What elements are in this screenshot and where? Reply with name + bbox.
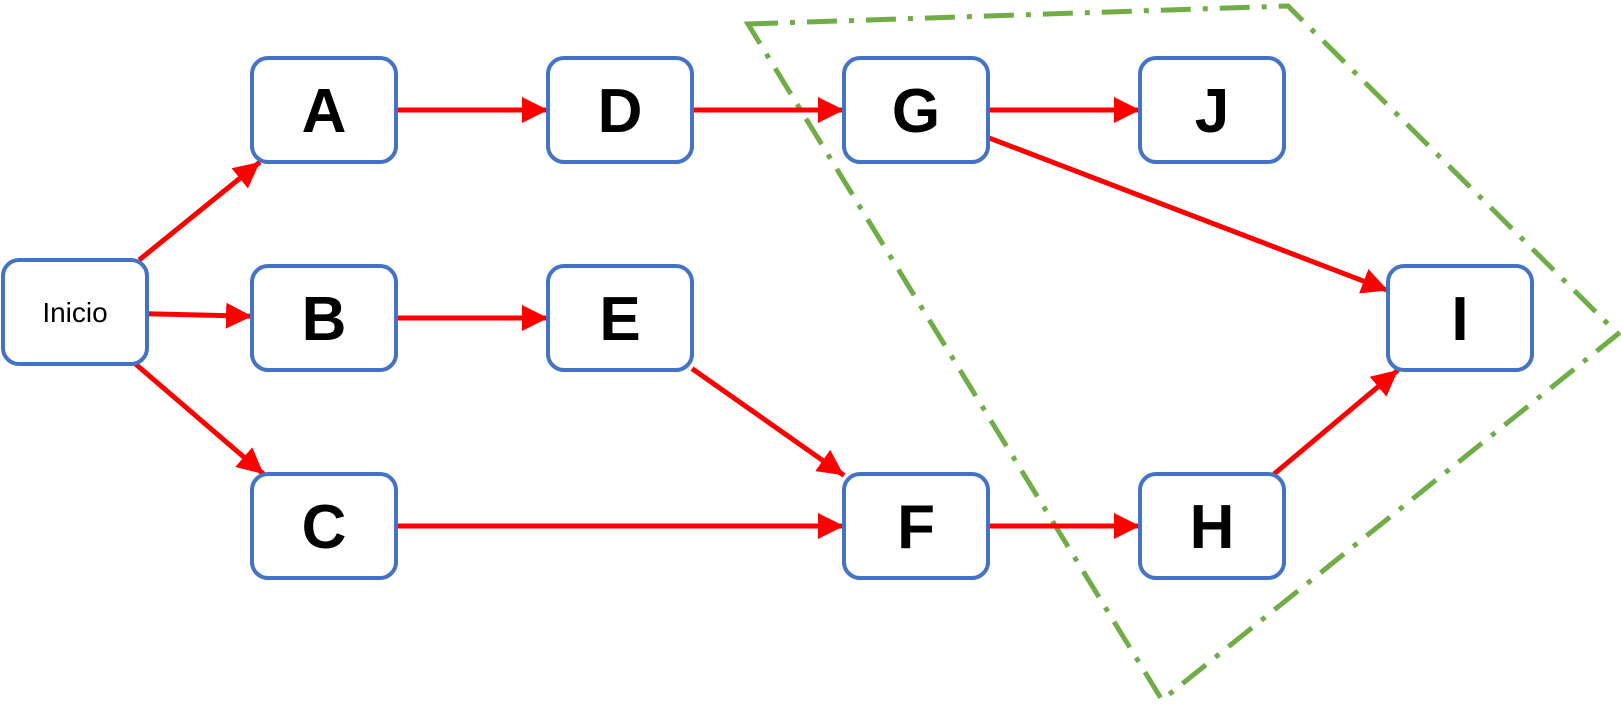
node-j: J	[1138, 56, 1286, 164]
node-label: I	[1451, 285, 1468, 354]
nodes-layer: Inicio A B C D E F G H I J	[1, 56, 1534, 580]
node-box	[546, 264, 694, 372]
edges-layer	[133, 97, 1400, 539]
node-box	[1138, 472, 1286, 580]
edge-inicio-to-b	[146, 302, 253, 329]
node-g: G	[842, 56, 990, 164]
node-box	[1, 258, 149, 366]
node-box	[842, 56, 990, 164]
edge-g-to-i	[987, 135, 1389, 294]
node-inicio: Inicio	[1, 258, 149, 366]
node-label: B	[302, 285, 347, 354]
node-box	[1138, 56, 1286, 164]
node-box	[250, 56, 398, 164]
node-label: F	[897, 493, 935, 562]
node-box	[1386, 264, 1534, 372]
node-b: B	[250, 264, 398, 372]
node-d: D	[546, 56, 694, 164]
node-label: H	[1190, 493, 1235, 562]
node-label: Inicio	[42, 297, 107, 328]
edge-e-to-f	[690, 366, 846, 478]
edge-inicio-to-a	[137, 160, 262, 262]
node-a: A	[250, 56, 398, 164]
node-label: D	[598, 77, 643, 146]
node-f: F	[842, 472, 990, 580]
node-box	[250, 264, 398, 372]
node-e: E	[546, 264, 694, 372]
node-label: J	[1195, 77, 1229, 146]
edge-inicio-to-c	[133, 362, 266, 476]
node-box	[842, 472, 990, 580]
critical-region-outline	[743, 3, 1621, 704]
node-h: H	[1138, 472, 1286, 580]
node-box	[250, 472, 398, 580]
node-label: E	[599, 285, 640, 354]
node-i: I	[1386, 264, 1534, 372]
node-box	[546, 56, 694, 164]
node-c: C	[250, 472, 398, 580]
edge-h-to-i	[1272, 368, 1400, 476]
node-label: A	[302, 77, 347, 146]
node-label: G	[892, 77, 940, 146]
node-label: C	[302, 493, 347, 562]
